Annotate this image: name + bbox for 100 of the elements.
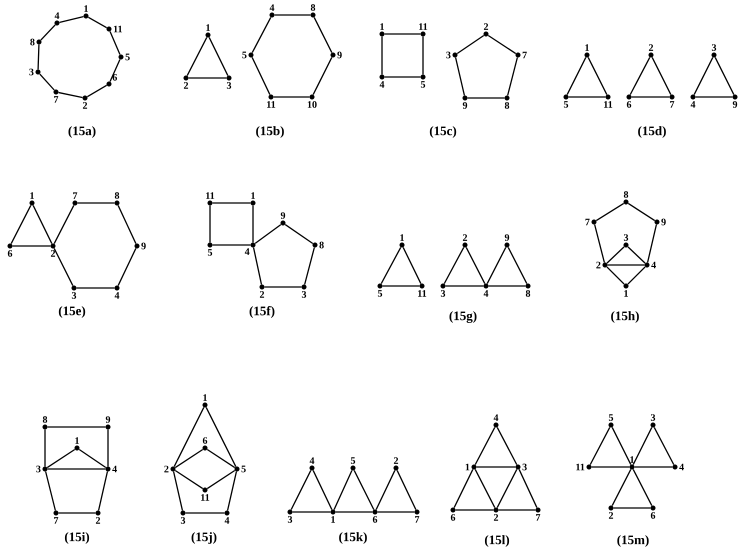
vertex-label: 5 xyxy=(242,52,247,58)
vertex-label: 10 xyxy=(308,101,317,108)
edge xyxy=(474,427,496,465)
edge xyxy=(37,44,40,70)
vertex-label: 3 xyxy=(712,44,716,51)
vertex-label: 2 xyxy=(164,466,168,472)
vertex-label: 4 xyxy=(690,101,696,108)
vertex-label: 9 xyxy=(106,416,110,423)
vertex-label: 7 xyxy=(415,516,420,523)
vertex-label: 11 xyxy=(419,23,428,30)
vertex-label: 2 xyxy=(494,514,498,521)
edge xyxy=(54,248,74,286)
edge xyxy=(46,448,76,468)
edge xyxy=(630,57,650,95)
vertex-label: 3 xyxy=(226,82,232,89)
edge xyxy=(381,36,383,74)
edge xyxy=(264,286,302,288)
vertex-label: 1 xyxy=(84,5,88,12)
vertex-label: 5 xyxy=(126,54,130,60)
edge xyxy=(54,205,74,244)
vertex-label: 6 xyxy=(112,74,118,81)
vertex-label: 3 xyxy=(288,516,292,523)
vertex-label: 7 xyxy=(54,517,58,524)
vertex-label: 11 xyxy=(418,290,426,297)
vertex-label: 1 xyxy=(206,24,210,31)
edge xyxy=(652,57,672,95)
figure-caption: (15i) xyxy=(64,532,90,544)
edge xyxy=(628,202,656,222)
edge xyxy=(174,470,204,490)
edge xyxy=(646,224,658,263)
edge xyxy=(612,427,632,465)
vertex-label: 9 xyxy=(141,242,146,250)
vertex-label: 1 xyxy=(624,290,628,297)
edge xyxy=(118,248,136,286)
vertex-label: 4 xyxy=(380,81,384,88)
vertex-label: 2 xyxy=(608,512,614,519)
vertex-label: 9 xyxy=(280,212,286,219)
edge xyxy=(76,287,114,289)
figure-caption: (15c) xyxy=(430,126,456,138)
edge xyxy=(634,466,672,468)
vertex-label: 9 xyxy=(504,234,510,241)
edge xyxy=(376,470,396,510)
edge xyxy=(468,97,504,99)
vertex-label: 9 xyxy=(661,218,666,226)
figure-caption: (15l) xyxy=(484,535,510,547)
vertex-label: 1 xyxy=(630,456,634,463)
edge xyxy=(590,427,610,465)
edge xyxy=(454,57,466,96)
vertex-label: 5 xyxy=(378,290,382,297)
edge xyxy=(12,245,50,247)
edge xyxy=(58,512,96,514)
vertex-label: 1 xyxy=(380,23,384,30)
edge xyxy=(206,407,236,467)
vertex-label: 5 xyxy=(420,81,426,88)
figure-caption: (15m) xyxy=(617,535,649,547)
edge xyxy=(476,466,516,468)
edge xyxy=(614,507,650,509)
vertex-label: 9 xyxy=(732,101,738,108)
vertex-label: 1 xyxy=(203,394,207,401)
vertex-label: 4 xyxy=(310,457,314,464)
vertex-label: 8 xyxy=(526,290,530,297)
figure-caption: (15g) xyxy=(450,311,477,323)
edge xyxy=(98,472,108,511)
vertex-label: 8 xyxy=(30,38,35,46)
vertex-label: 8 xyxy=(319,242,324,248)
vertex-label: 4 xyxy=(244,248,250,255)
vertex-label: 1 xyxy=(585,44,589,51)
edge xyxy=(87,84,107,98)
figure-caption: (15b) xyxy=(256,126,284,138)
vertex-label: 5 xyxy=(350,457,356,464)
vertex-label: 2 xyxy=(484,23,488,30)
vertex-label: 1 xyxy=(331,516,335,523)
vertex-label: 4 xyxy=(114,292,120,299)
edge xyxy=(212,202,250,204)
vertex-label: 3 xyxy=(72,292,76,299)
vertex-label: 4 xyxy=(494,414,498,421)
edge xyxy=(284,224,314,244)
vertex-label: 1 xyxy=(251,192,255,199)
vertex-label: 2 xyxy=(184,82,188,89)
vertex-label: 2 xyxy=(50,250,56,257)
edge xyxy=(486,247,506,284)
vertex-label: 6 xyxy=(626,101,632,108)
vertex-label: 2 xyxy=(260,291,264,298)
edge xyxy=(336,511,372,513)
vertex-label: 5 xyxy=(608,414,614,421)
edge xyxy=(507,57,518,96)
edge xyxy=(382,285,420,287)
vertex-label: 1 xyxy=(400,234,404,241)
edge xyxy=(488,285,526,287)
vertex-label: 8 xyxy=(114,192,120,199)
vertex-label: 3 xyxy=(440,290,446,297)
vertex-label: 8 xyxy=(310,4,316,11)
edge xyxy=(606,246,624,264)
edge xyxy=(44,430,46,466)
edge xyxy=(59,16,84,23)
edge xyxy=(314,17,332,53)
edge xyxy=(696,96,732,98)
figure-caption: (15d) xyxy=(638,126,666,138)
edge xyxy=(596,202,624,222)
vertex-label: 1 xyxy=(75,437,79,444)
